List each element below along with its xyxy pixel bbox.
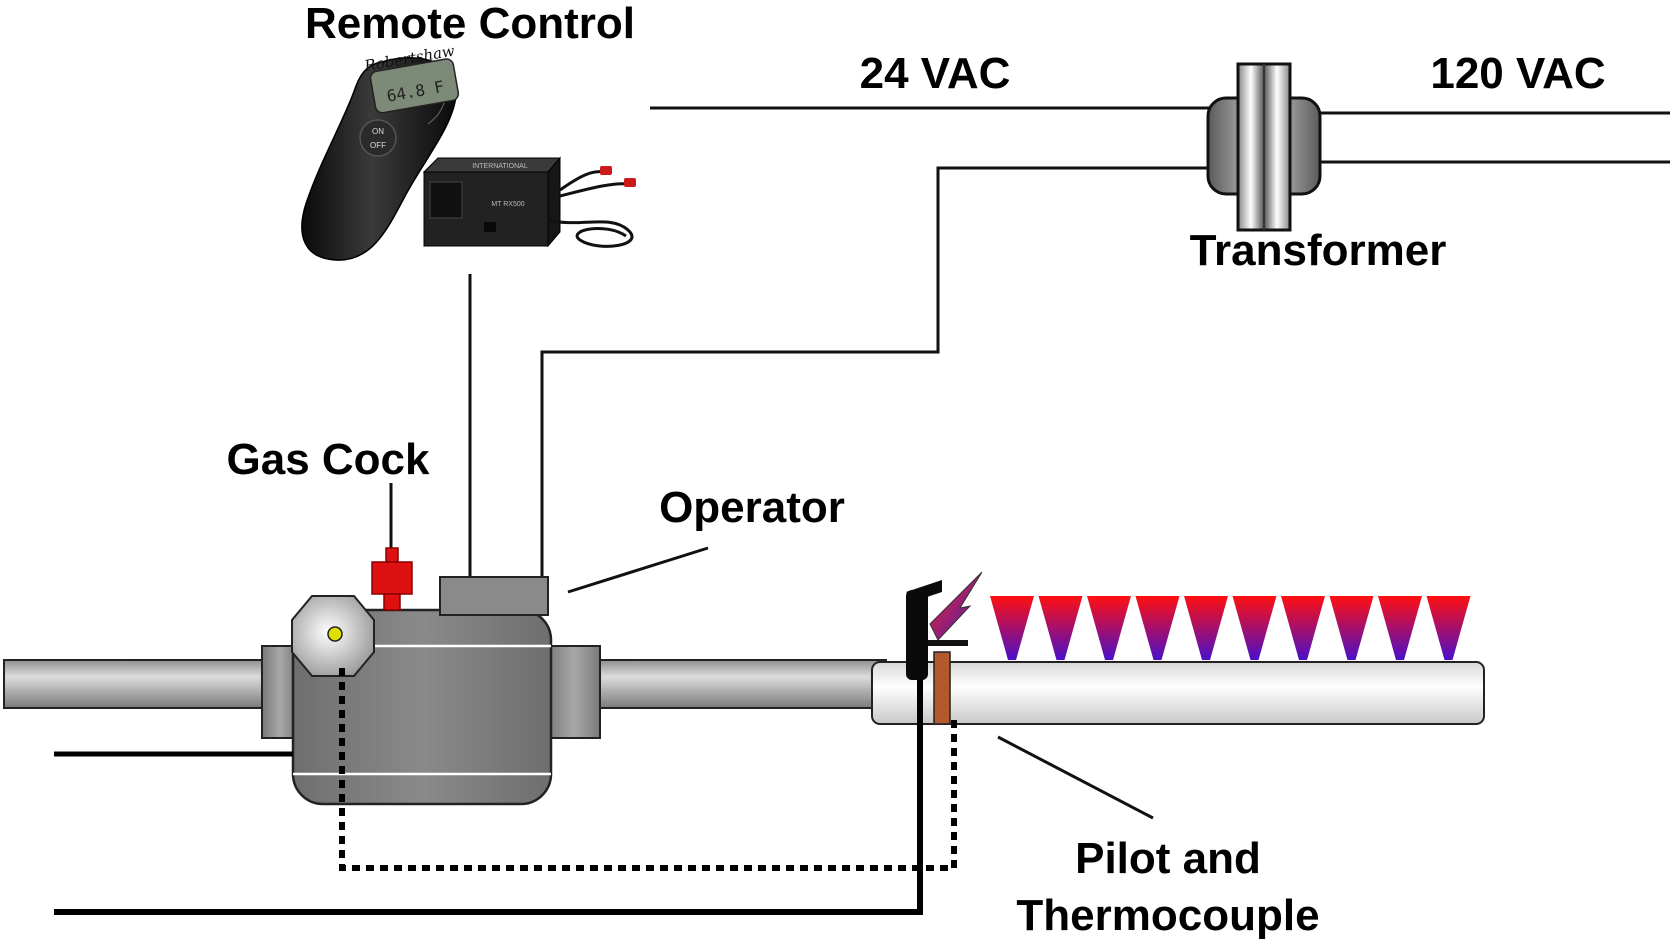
remote-control-image: 64.8 F Robertshaw ON OFF INTERNATIONAL M… — [290, 42, 650, 274]
transformer-label: Transformer — [1190, 226, 1447, 275]
thermocouple-dotted-lead — [339, 668, 957, 871]
remote-control-label: Remote Control — [305, 0, 635, 48]
pilot-hood — [906, 590, 928, 680]
pilot-supply-tube — [54, 672, 923, 915]
burner-flame — [1329, 596, 1374, 660]
pilot-bracket — [918, 640, 968, 646]
burner-flame — [1281, 596, 1325, 660]
remote-off-label: OFF — [370, 141, 386, 150]
burner-flame — [1087, 596, 1131, 660]
24-vac-label: 24 VAC — [860, 49, 1011, 98]
burner-flame — [1184, 596, 1228, 660]
operator-leader-line — [567, 546, 709, 594]
pilot-label-line1: Pilot and — [1075, 834, 1261, 883]
burner-flames — [990, 596, 1471, 660]
handheld-remote: 64.8 F Robertshaw ON OFF — [301, 42, 460, 261]
operator-label: Operator — [659, 483, 845, 532]
gas-supply-pipe — [3, 659, 887, 709]
gas-valve — [261, 547, 601, 806]
pilot-leader-line — [997, 735, 1154, 820]
burner-flame — [1232, 596, 1277, 660]
valve-outlet-flange — [547, 645, 601, 739]
wiring — [389, 106, 1670, 820]
svg-text:INTERNATIONAL: INTERNATIONAL — [472, 163, 528, 170]
burner-flame — [1378, 596, 1422, 660]
indicator-dot — [327, 626, 343, 642]
receiver-box: INTERNATIONAL MT RX500 — [422, 156, 636, 248]
thermocouple-rod — [933, 651, 951, 725]
burner-flame — [1426, 596, 1471, 660]
transformer — [1206, 62, 1322, 232]
wire-24vac-bottom — [540, 166, 1213, 577]
burner-flame — [990, 596, 1034, 660]
120-vac-label: 120 VAC — [1430, 49, 1605, 98]
remote-on-label: ON — [372, 127, 384, 136]
pilot-label-line2: Thermocouple — [1016, 891, 1319, 940]
pilot-flame — [929, 571, 983, 641]
burner-flame — [1038, 596, 1083, 660]
burner-flame — [1135, 596, 1180, 660]
gas-cock-label: Gas Cock — [227, 435, 431, 484]
burner-tube — [871, 661, 1485, 725]
remote-on-off-button — [359, 119, 397, 157]
svg-text:MT RX500: MT RX500 — [491, 201, 524, 208]
pilot-assembly — [906, 571, 983, 725]
operator — [439, 576, 549, 616]
thermocouple-wiring — [54, 668, 957, 915]
gas-cock — [371, 547, 413, 611]
